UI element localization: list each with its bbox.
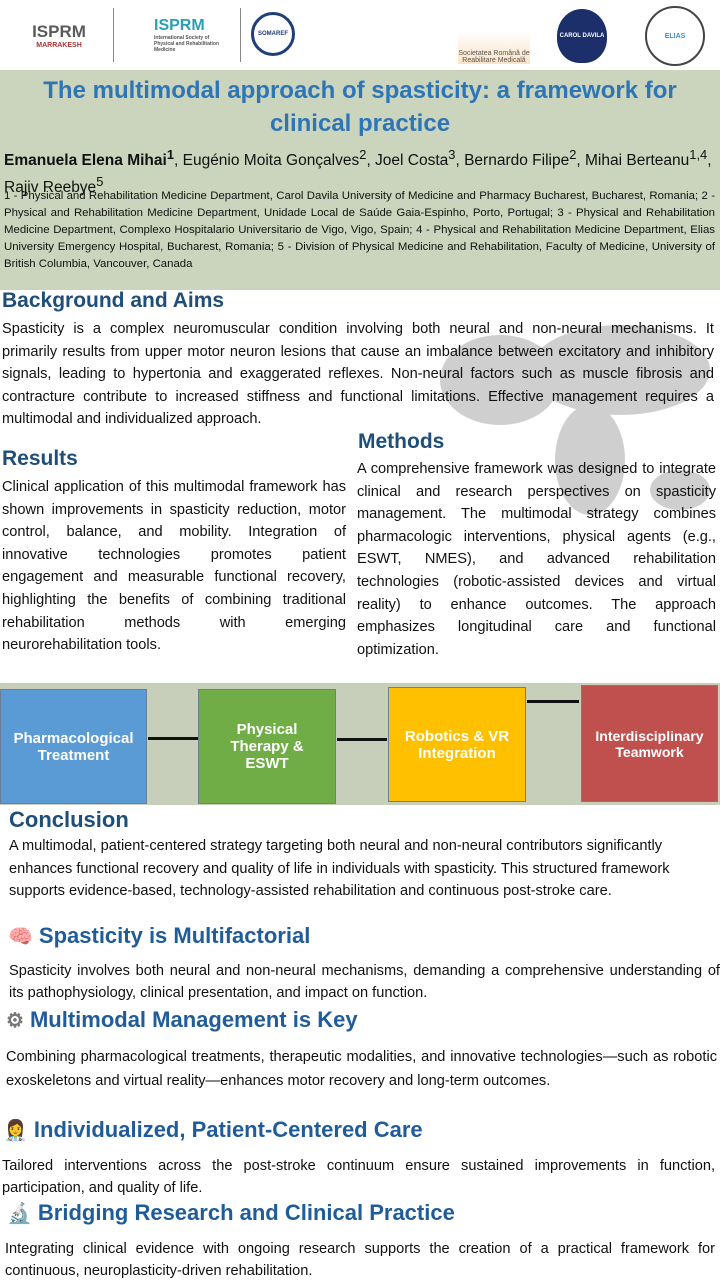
author: , Joel Costa3 [366, 147, 456, 170]
key-point-text: Tailored interventions across the post-s… [2, 1158, 715, 1196]
methods-text: A comprehensive framework was designed t… [357, 461, 716, 658]
key-point-title: 🔬Bridging Research and Clinical Practice [7, 1200, 455, 1225]
key-point-text: Spasticity involves both neural and non-… [9, 963, 720, 1001]
flow-box-physical-therapy: Physical Therapy & ESWT [198, 689, 336, 804]
background-heading: Background and Aims [2, 289, 225, 312]
health-worker-icon: 👩‍⚕️ [3, 1119, 28, 1142]
flow-box-teamwork: Interdisciplinary Teamwork [581, 685, 718, 802]
key-point-text: Integrating clinical evidence with ongoi… [5, 1241, 715, 1279]
conclusion-text: A multimodal, patient-centered strategy … [9, 838, 670, 900]
author: , Mihai Berteanu1,4 [576, 147, 708, 170]
author: , Bernardo Filipe2 [455, 147, 577, 170]
key-point-text: Combining pharmacological treatments, th… [6, 1049, 717, 1089]
author: , Eugénio Moita Gonçalves2 [174, 147, 367, 170]
gear-icon: ⚙ [6, 1009, 24, 1032]
author: , Rajiv Reebye5 [4, 152, 712, 197]
conclusion-heading: Conclusion [9, 807, 129, 832]
brain-icon: 🧠 [8, 925, 33, 948]
somaref-logo: SOMAREF [251, 12, 295, 56]
flow-connector [337, 738, 387, 741]
flow-connector [527, 700, 579, 703]
header-band [0, 70, 720, 290]
elias-hospital-logo: ELIAS [645, 6, 705, 66]
world-map-background [440, 325, 710, 515]
results-heading: Results [2, 447, 78, 470]
umf-carol-davila-logo: CAROL DAVILA [557, 9, 607, 63]
microscope-icon: 🔬 [7, 1202, 32, 1225]
background-text: Spasticity is a complex neuromuscular co… [2, 321, 714, 428]
flow-box-robotics-vr: Robotics & VR Integration [388, 687, 526, 802]
affiliations: 1 - Physical and Rehabilitation Medicine… [4, 190, 715, 270]
divider [240, 8, 241, 62]
key-point-title: 👩‍⚕️Individualized, Patient-Centered Car… [3, 1117, 423, 1142]
poster-title: The multimodal approach of spasticity: a… [43, 77, 677, 137]
flow-connector [148, 737, 198, 740]
methods-heading: Methods [358, 430, 445, 453]
srrm-logo: Societatea Română de Reabilitare Medical… [458, 10, 530, 64]
divider [113, 8, 114, 62]
key-point-title: 🧠Spasticity is Multifactorial [8, 923, 311, 948]
results-text: Clinical application of this multimodal … [2, 479, 346, 654]
key-point-title: ⚙Multimodal Management is Key [6, 1007, 358, 1032]
authors: Emanuela Elena Mihai1, Eugénio Moita Gon… [4, 147, 712, 197]
flow-box-pharmacological: Pharmacological Treatment [0, 689, 147, 804]
